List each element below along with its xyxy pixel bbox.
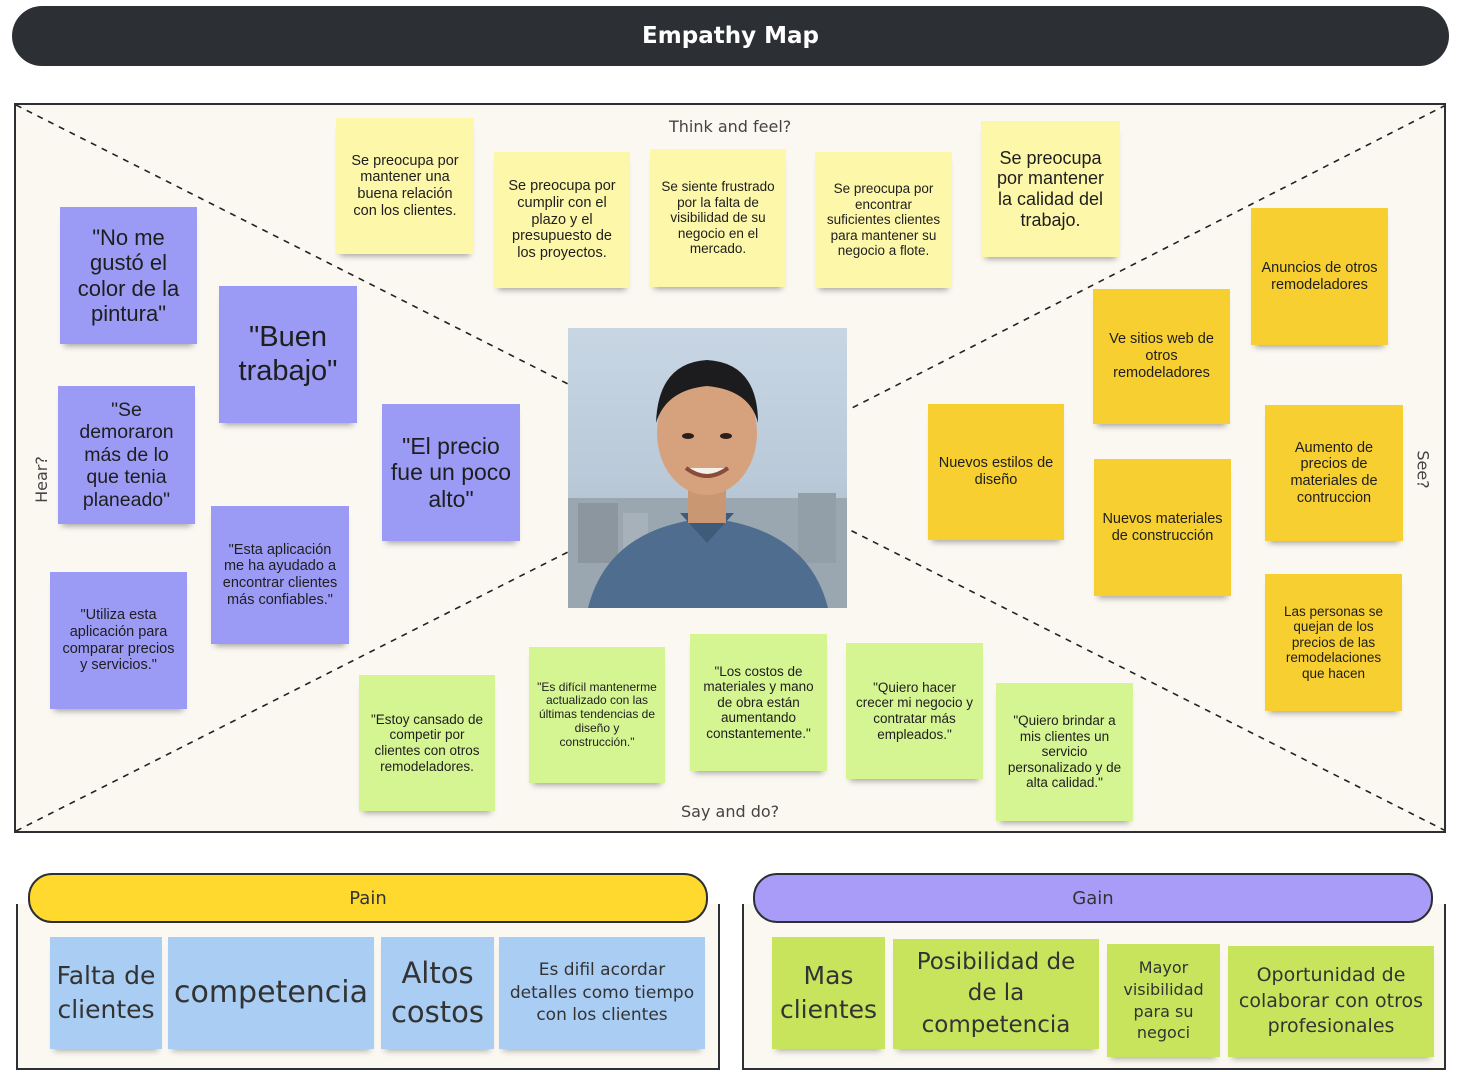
quadrant-label-say: Say and do? [681, 802, 780, 821]
pain-header: Pain [28, 873, 708, 923]
gain-note[interactable]: Posibilidad de de la competencia [893, 939, 1099, 1049]
gain-note[interactable]: Mayor visibilidad para su negoci [1107, 944, 1220, 1057]
see-note[interactable]: Aumento de precios de materiales de cont… [1265, 405, 1403, 541]
pain-note[interactable]: Es difil acordar detalles como tiempo co… [499, 937, 705, 1049]
see-note[interactable]: Nuevos estilos de diseño [928, 404, 1064, 540]
see-note[interactable]: Las personas se quejan de los precios de… [1265, 574, 1402, 711]
gain-header: Gain [753, 873, 1433, 923]
quadrant-label-think: Think and feel? [669, 117, 792, 136]
think-note[interactable]: Se preocupa por cumplir con el plazo y e… [494, 152, 630, 288]
quadrant-diagonals [16, 105, 1444, 831]
pain-note[interactable]: competencia [168, 937, 374, 1049]
think-note[interactable]: Se siente frustrado por la falta de visi… [650, 149, 786, 287]
pain-note[interactable]: Falta de clientes [50, 937, 162, 1049]
see-note[interactable]: Anuncios de otros remodeladores [1251, 208, 1388, 345]
say-note[interactable]: "Estoy cansado de competir por clientes … [359, 675, 495, 811]
title-bar: Empathy Map [12, 6, 1449, 66]
say-note[interactable]: "Es difícil mantenerme actualizado con l… [529, 647, 665, 783]
page-title: Empathy Map [642, 23, 819, 49]
think-note[interactable]: Se preocupa por mantener la calidad del … [981, 121, 1120, 257]
say-note[interactable]: "Quiero brindar a mis clientes un servic… [996, 683, 1133, 821]
hear-note[interactable]: "No me gustó el color de la pintura" [60, 207, 197, 344]
hear-note[interactable]: "Se demoraron más de lo que tenia planea… [58, 386, 195, 524]
persona-photo [568, 328, 847, 608]
see-note[interactable]: Nuevos materiales de construcción [1094, 459, 1231, 596]
hear-note[interactable]: "El precio fue un poco alto" [382, 404, 520, 541]
quadrant-label-see: See? [1413, 450, 1433, 489]
hear-note[interactable]: "Utiliza esta aplicación para comparar p… [50, 572, 187, 709]
gain-note[interactable]: Mas clientes [772, 937, 885, 1049]
say-note[interactable]: "Los costos de materiales y mano de obra… [690, 634, 827, 771]
see-note[interactable]: Ve sitios web de otros remodeladores [1093, 289, 1230, 424]
quadrant-label-hear: Hear? [31, 456, 51, 503]
hear-note[interactable]: "Buen trabajo" [219, 286, 357, 423]
think-note[interactable]: Se preocupa por mantener una buena relac… [336, 118, 474, 254]
pain-note[interactable]: Altos costos [381, 937, 494, 1049]
think-note[interactable]: Se preocupa por encontrar suficientes cl… [815, 152, 952, 288]
gain-note[interactable]: Oportunidad de colaborar con otros profe… [1228, 946, 1434, 1057]
hear-note[interactable]: "Esta aplicación me ha ayudado a encontr… [211, 506, 349, 644]
say-note[interactable]: "Quiero hacer crecer mi negocio y contra… [846, 643, 983, 779]
